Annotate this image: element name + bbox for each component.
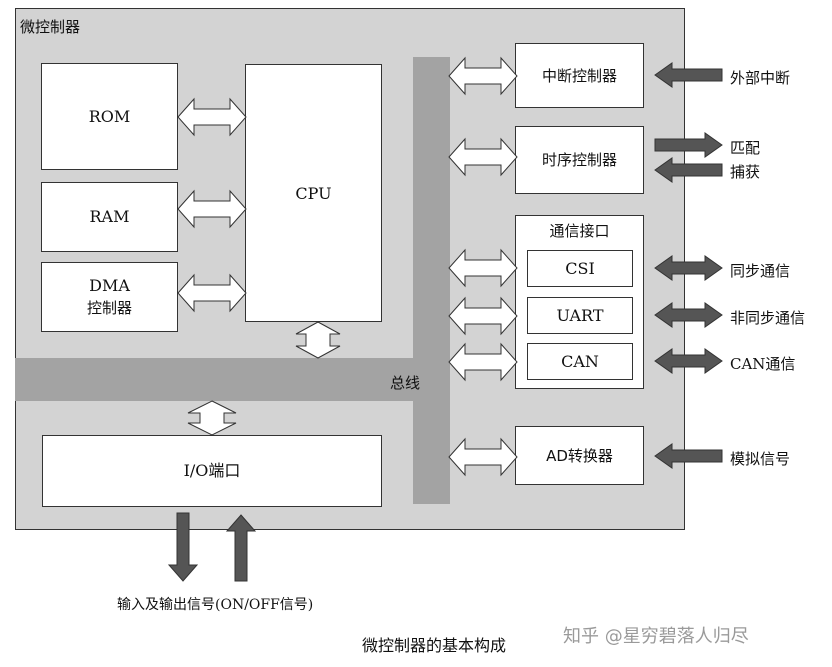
microcontroller-title: 微控制器: [20, 18, 81, 36]
ram-cpu-arrow: [177, 190, 247, 228]
match-label: 匹配: [730, 139, 761, 157]
uart-block: UART: [527, 297, 633, 334]
timer-controller-block: 时序控制器: [515, 126, 644, 194]
figure-caption: 微控制器的基本构成: [362, 636, 507, 655]
bus-vertical: [413, 57, 450, 504]
io-input-arrow: [225, 514, 257, 582]
bus-timer-arrow: [448, 138, 518, 176]
bus-uart-arrow: [448, 297, 518, 335]
match-output-arrow: [654, 132, 723, 158]
bus-horizontal: [15, 358, 450, 401]
external-interrupt-label: 外部中断: [730, 69, 791, 87]
io-port-block: I/O端口: [42, 435, 382, 507]
bus-csi-arrow: [448, 249, 518, 287]
csi-block: CSI: [527, 250, 633, 287]
interrupt-controller-block: 中断控制器: [515, 43, 644, 108]
async-comm-arrow: [654, 302, 723, 328]
ad-converter-block: AD转换器: [515, 426, 644, 485]
dma-label-line2: 控制器: [86, 299, 132, 317]
analog-signal-arrow: [654, 443, 723, 469]
dma-controller-block: DMA 控制器: [41, 262, 178, 332]
async-comm-label: 非同步通信: [730, 309, 806, 327]
watermark: 知乎 @星穷碧落人归尽: [563, 626, 749, 647]
rom-block: ROM: [41, 63, 178, 170]
dma-cpu-arrow: [177, 274, 247, 312]
sync-comm-label: 同步通信: [730, 262, 791, 280]
ram-block: RAM: [41, 182, 178, 252]
capture-label: 捕获: [730, 163, 761, 181]
bus-ad-arrow: [448, 438, 518, 476]
bus-can-arrow: [448, 343, 518, 381]
can-block: CAN: [527, 343, 633, 380]
bus-io-arrow: [187, 400, 237, 436]
io-output-arrow: [167, 512, 199, 582]
capture-input-arrow: [654, 157, 723, 183]
bus-interrupt-arrow: [448, 57, 518, 95]
sync-comm-arrow: [654, 255, 723, 281]
cpu-block: CPU: [245, 64, 382, 322]
can-comm-label: CAN通信: [730, 355, 796, 373]
io-signal-label: 输入及输出信号(ON/OFF信号): [117, 597, 314, 613]
external-interrupt-arrow: [654, 62, 723, 88]
rom-cpu-arrow: [177, 98, 247, 136]
analog-signal-label: 模拟信号: [730, 450, 791, 468]
dma-label-line1: DMA: [89, 276, 130, 295]
bus-label: 总线: [390, 374, 421, 392]
cpu-bus-arrow: [295, 321, 341, 359]
can-comm-arrow: [654, 348, 723, 374]
